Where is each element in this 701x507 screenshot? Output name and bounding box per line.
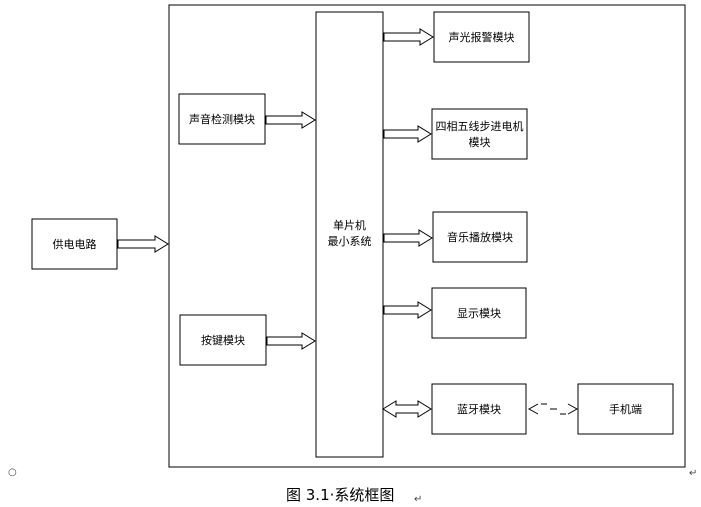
display-block: 显示模块: [431, 287, 527, 339]
display-label: 显示模块: [457, 307, 501, 320]
music-block: 音乐播放模块: [432, 211, 528, 263]
mcu-block: 单片机 最小系统: [315, 11, 384, 458]
arrow-power-to-system: [117, 235, 169, 253]
arrow-mcu-bluetooth-bidirectional: [382, 400, 432, 418]
arrow-mcu-to-music: [383, 229, 433, 247]
key-block: 按键模块: [179, 314, 267, 366]
bullet-mark: ○: [8, 467, 17, 478]
arrow-mcu-to-motor: [383, 125, 432, 143]
alarm-label: 声光报警模块: [449, 30, 515, 44]
return-mark-caption: ↵: [414, 494, 422, 505]
return-mark-right: ↵: [689, 468, 697, 479]
wireless-link: [527, 403, 579, 415]
key-label: 按键模块: [201, 333, 245, 347]
arrow-sound-to-mcu: [265, 111, 316, 129]
bluetooth-label: 蓝牙模块: [457, 403, 501, 416]
power-supply-label: 供电电路: [53, 237, 97, 251]
stepper-motor-label-line1: 四相五线步进电机: [436, 119, 524, 133]
stepper-motor-label-line2: 模块: [469, 136, 491, 149]
alarm-block: 声光报警模块: [433, 11, 530, 63]
mcu-label-line2: 最小系统: [328, 235, 372, 248]
arrow-key-to-mcu: [266, 332, 316, 350]
bluetooth-block: 蓝牙模块: [431, 383, 527, 435]
phone-label: 手机端: [609, 402, 642, 416]
system-frame: [168, 4, 686, 468]
sound-detect-label: 声音检测模块: [189, 112, 255, 126]
stepper-motor-block: 四相五线步进电机 模块: [431, 108, 528, 160]
power-supply-block: 供电电路: [31, 218, 118, 270]
music-label: 音乐播放模块: [447, 230, 513, 244]
sound-detect-block: 声音检测模块: [178, 93, 266, 145]
phone-block: 手机端: [577, 383, 674, 435]
mcu-label-line1: 单片机: [333, 218, 366, 232]
figure-caption: 图 3.1·系统框图: [286, 486, 394, 504]
arrow-mcu-to-alarm: [383, 28, 434, 46]
arrow-mcu-to-display: [383, 301, 432, 319]
